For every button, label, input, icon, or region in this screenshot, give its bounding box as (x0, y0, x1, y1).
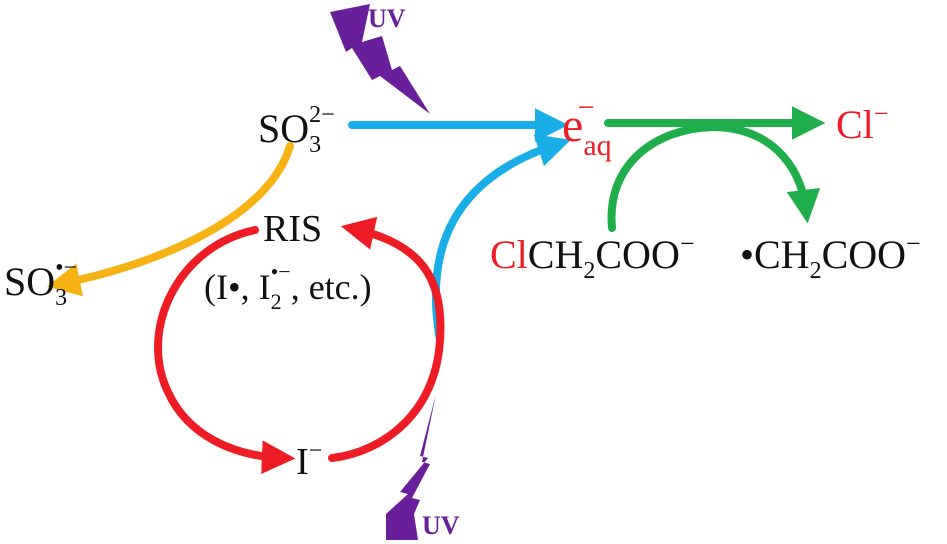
uv-lightning-bottom-icon (386, 394, 436, 540)
chloride-label: Cl− (836, 99, 888, 147)
uv-label-top: UV (368, 4, 406, 33)
radical-acetate-label: •CH2COO− (740, 229, 921, 284)
chloroacetate-to-radical-arrow (607, 122, 821, 232)
uv-lightning-top-icon (330, 4, 430, 114)
chloroacetate-label: ClCH2COO− (490, 229, 695, 284)
ris-title: RIS (263, 208, 322, 250)
sulfite-label: SO32− (258, 102, 335, 158)
uv-label-bottom: UV (422, 511, 460, 540)
ris-cycle-left-arc (154, 226, 296, 474)
iodide-label: I− (296, 438, 322, 483)
sulfite-radical-label: SO3•− (4, 255, 77, 311)
hydrated-electron-label: eaq− (562, 91, 612, 162)
ris-species-label: (I•, I2•−, etc.) (204, 259, 372, 314)
sulfite-to-radical-arrow (46, 142, 294, 297)
ris-cycle-right-arc (328, 216, 445, 462)
